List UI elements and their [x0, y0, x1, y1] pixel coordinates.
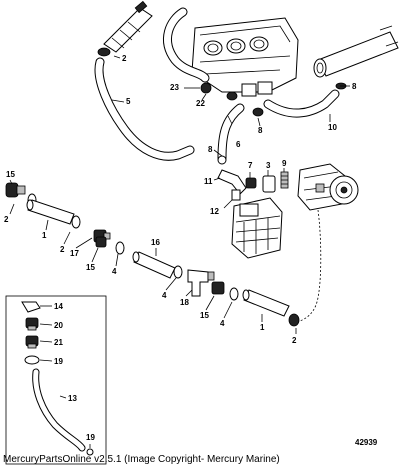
callout-11: 11 [204, 177, 213, 186]
exhaust-tube-right [313, 25, 399, 78]
callout-17: 17 [70, 249, 79, 258]
callout-19-top: 19 [54, 357, 63, 366]
callout-7: 7 [248, 161, 253, 170]
callout-1-right: 1 [260, 323, 265, 332]
callout-4-right: 4 [220, 319, 225, 328]
callout-8-right: 8 [352, 82, 357, 91]
inset-box [5, 295, 107, 465]
callout-2-left: 2 [4, 215, 9, 224]
hose-6 [217, 103, 245, 163]
callout-8-left: 8 [208, 145, 213, 154]
callout-20: 20 [54, 321, 63, 330]
callout-8-mid: 8 [258, 126, 263, 135]
thermostat-housing [191, 17, 299, 97]
callout-14: 14 [54, 302, 63, 311]
callout-10: 10 [328, 123, 337, 132]
connection-dashed-line [295, 209, 322, 323]
elbow-fitting-12 [217, 169, 247, 201]
callout-13: 13 [68, 394, 77, 403]
callout-19-bottom: 19 [86, 433, 95, 442]
callout-5: 5 [126, 97, 131, 106]
hose-5 [94, 57, 195, 161]
callout-numbers: 2 5 23 22 8 8 6 10 8 11 7 3 9 12 15 2 1 … [4, 54, 357, 442]
lower-chain-center [132, 251, 300, 327]
callout-4-mid: 4 [162, 291, 167, 300]
callout-1-left: 1 [42, 231, 47, 240]
callout-9: 9 [282, 159, 287, 168]
callout-2-mid: 2 [60, 245, 65, 254]
callout-6: 6 [236, 140, 241, 149]
callout-2-right: 2 [292, 336, 297, 345]
callout-22: 22 [196, 99, 205, 108]
fitting-9 [280, 171, 289, 189]
callout-15-right: 15 [200, 311, 209, 320]
document-number: 42939 [355, 438, 378, 447]
outlet-fitting-top [103, 0, 153, 53]
fuel-pump-block [231, 197, 283, 259]
clamps-upper [97, 47, 347, 165]
lower-chain-left [5, 182, 125, 255]
callout-23: 23 [170, 83, 179, 92]
callout-4-left: 4 [112, 267, 117, 276]
sleeve-3 [262, 175, 276, 193]
water-pump-assembly [297, 163, 359, 211]
callout-3: 3 [266, 161, 271, 170]
hose-23 [163, 7, 210, 83]
callout-15-mid: 15 [86, 263, 95, 272]
callout-16: 16 [151, 238, 160, 247]
callout-15-left: 15 [6, 170, 15, 179]
callout-21: 21 [54, 338, 63, 347]
footer-copyright: MercuryPartsOnline v2.5.1 (Image Copyrig… [3, 454, 280, 465]
fitting-7 [245, 177, 257, 189]
leader-lines [9, 55, 350, 448]
callout-2-top: 2 [122, 54, 127, 63]
callout-12: 12 [210, 207, 219, 216]
hose-10 [263, 89, 340, 118]
callout-18: 18 [180, 298, 189, 307]
